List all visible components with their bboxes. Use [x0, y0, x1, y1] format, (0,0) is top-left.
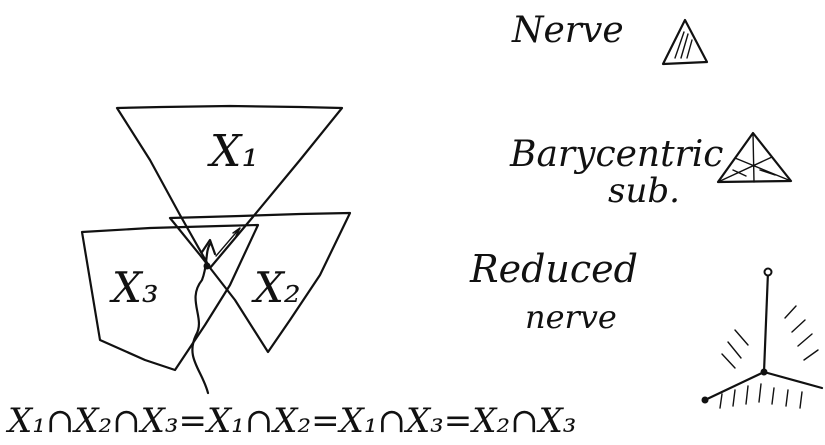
squiggle-arrow [191, 242, 212, 395]
equation: X₁∩X₂∩X₃=X₁∩X₂=X₁∩X₃=X₂∩X₃ [5, 401, 576, 441]
reduced-label-2: nerve [525, 298, 617, 336]
hatch-arrows [719, 305, 819, 409]
label-x2: X₂ [251, 263, 301, 312]
edge-left [703, 370, 766, 402]
triangle-x1 [115, 104, 344, 270]
barycentric-section: Barycentric sub. [509, 131, 793, 211]
barycentric-label-1: Barycentric [509, 134, 723, 175]
edge-up [762, 270, 770, 374]
triangle-x3 [80, 223, 260, 372]
edge-right [762, 370, 824, 390]
nerve-hatching [674, 31, 693, 59]
nerve-label: Nerve [511, 10, 624, 51]
reduced-nerve-graph [701, 267, 824, 409]
inner-arrow [215, 227, 241, 257]
barycentric-subdivision-lines [717, 132, 792, 183]
nerve-triangle-icon [661, 18, 709, 66]
barycentric-label-2: sub. [608, 171, 680, 211]
label-x3: X₃ [109, 263, 159, 312]
reduced-label-1: Reduced [469, 247, 638, 291]
vertex-center [760, 368, 768, 376]
vertex-left [701, 396, 709, 404]
vertex-top [763, 267, 773, 277]
label-x1: X₁ [207, 126, 259, 177]
arrow-head [200, 238, 217, 256]
covering-diagram: X₁ X₃ X₂ [80, 104, 352, 395]
nerve-section: Nerve [511, 10, 709, 66]
reduced-nerve-section: Reduced nerve [469, 247, 824, 409]
triangle-x2 [168, 211, 352, 354]
intersection-point [203, 262, 211, 270]
